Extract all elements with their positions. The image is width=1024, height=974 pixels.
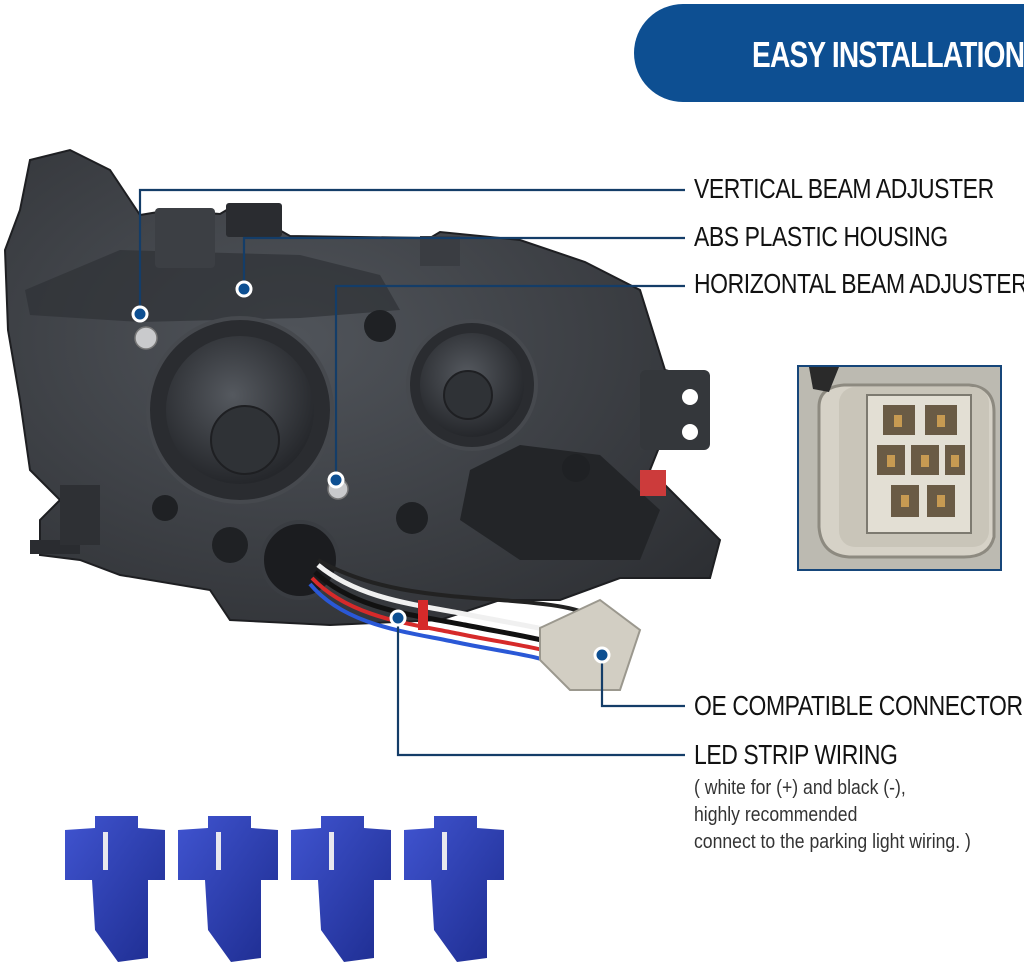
housing-bolts [152,310,590,563]
led-note-line-1: ( white for (+) and black (-), [694,777,906,799]
connector-closeup-illustration [799,367,1000,569]
wire-tap-3 [291,816,391,962]
label-vertical-beam-adjuster: VERTICAL BEAM ADJUSTER [694,173,994,204]
label-oe-compatible-connector: OE COMPATIBLE CONNECTOR [694,690,1023,721]
wire-tap-4 [404,816,504,962]
wire-tap-1 [65,816,165,962]
wiring-harness [260,520,642,691]
label-abs-plastic-housing: ABS PLASTIC HOUSING [694,221,948,252]
wire-tap-2 [178,816,278,962]
connector-closeup-inset [797,365,1002,571]
label-horizontal-beam-adjuster: HORIZONTAL BEAM ADJUSTER [694,268,1024,299]
callout-dots [131,280,611,664]
banner-title: EASY INSTALLATION [752,34,1024,75]
led-note-line-2: highly recommended [694,804,858,826]
led-note-line-3: connect to the parking light wiring. ) [694,831,971,853]
wire-tap-connectors [65,816,504,962]
high-beam-cap [406,319,538,451]
low-beam-cap [146,316,334,504]
callout-leader-lines [138,188,685,757]
label-led-strip-wiring: LED STRIP WIRING [694,739,898,770]
headlamp-housing [3,148,722,627]
easy-installation-banner: EASY INSTALLATION [634,4,1024,102]
